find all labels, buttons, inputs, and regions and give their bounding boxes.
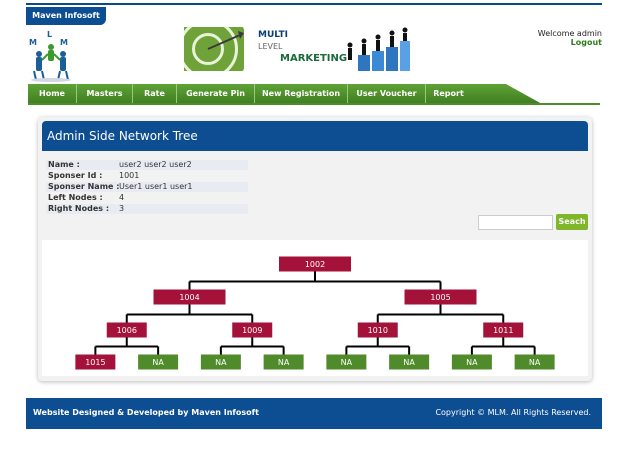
tree-node-empty — [263, 354, 304, 370]
tree-node-label: 1010 — [368, 326, 388, 335]
nav-item-report[interactable]: Report — [433, 89, 464, 98]
tree-node-empty — [451, 354, 492, 370]
info-row-right-nodes: Right Nodes : 3 — [46, 204, 248, 214]
tree-node-label: NA — [403, 358, 415, 367]
tree-node[interactable] — [357, 322, 398, 338]
logout-link[interactable]: Logout — [570, 38, 602, 47]
nav-item-new-registration[interactable]: New Registration — [255, 84, 348, 104]
business-people-icon — [347, 27, 410, 71]
tree-node-label: 1004 — [179, 293, 199, 302]
nav-item-home[interactable]: Home — [28, 84, 77, 104]
info-value: User1 user1 user1 — [119, 182, 193, 191]
banner-text-level: LEVEL — [258, 42, 283, 51]
network-tree: 1002 1004 1005 1006 1009 1010 1011 1015 NA NA NA NA… — [42, 240, 588, 376]
tree-node-empty — [389, 354, 430, 370]
search-button[interactable]: Seach — [556, 214, 588, 230]
tree-node[interactable] — [106, 322, 147, 338]
tree-node[interactable] — [279, 256, 351, 272]
info-value: user2 user2 user2 — [119, 160, 192, 169]
info-label: Sponser Name : — [48, 182, 120, 191]
tree-node[interactable] — [232, 322, 273, 338]
banner-text-multi: MULTI — [258, 30, 288, 40]
info-label: Left Nodes : — [48, 193, 103, 202]
tree-node-label: 1005 — [430, 293, 450, 302]
info-row-left-nodes: Left Nodes : 4 — [46, 193, 248, 203]
info-label: Sponser Id : — [48, 171, 103, 180]
tree-node-empty — [138, 354, 179, 370]
panel-title: Admin Side Network Tree — [42, 121, 588, 151]
tree-node-empty — [326, 354, 367, 370]
footer-copyright: Copyright © MLM. All Rights Reserved. — [435, 408, 591, 417]
info-row-sponser-name: Sponser Name : User1 user1 user1 — [46, 182, 248, 192]
dart-target-icon — [184, 27, 244, 71]
logo-letter-l: L — [47, 30, 53, 39]
tree-node-label: NA — [529, 358, 541, 367]
tree-node-label: 1015 — [85, 358, 105, 367]
info-value: 1001 — [119, 171, 140, 180]
info-row-name: Name : user2 user2 user2 — [46, 160, 248, 170]
nav-item-rate[interactable]: Rate — [133, 84, 177, 104]
tree-node[interactable] — [404, 289, 477, 305]
info-label: Right Nodes : — [48, 204, 110, 213]
tree-node-label: NA — [341, 358, 353, 367]
nav-item-masters[interactable]: Masters — [77, 84, 133, 104]
info-value: 4 — [119, 193, 125, 202]
nav-item-user-voucher[interactable]: User Voucher — [348, 84, 426, 104]
nav-item-generate-pin[interactable]: Generate Pin — [177, 84, 255, 104]
tree-node-empty — [200, 354, 241, 370]
mlm-logo: L M M — [26, 30, 76, 82]
tree-node-label: NA — [278, 358, 290, 367]
network-tree-svg: 1002 1004 1005 1006 1009 1010 1011 1015 NA NA NA NA… — [75, 256, 555, 370]
main-nav: Home Masters Rate Generate Pin New Regis… — [28, 84, 542, 104]
tree-node[interactable] — [153, 289, 226, 305]
tree-node[interactable] — [75, 354, 116, 370]
tree-node-label: NA — [466, 358, 478, 367]
tree-node-label: NA — [152, 358, 164, 367]
info-row-sponser-id: Sponser Id : 1001 — [46, 171, 248, 181]
logo-letter-m-left: M — [29, 38, 37, 47]
people-logo-icon — [31, 44, 71, 82]
tree-node-empty — [514, 354, 555, 370]
logo-letter-m-right: M — [60, 38, 68, 47]
banner-text-marketing: MARKETING — [280, 53, 348, 64]
brand-tab: Maven Infosoft — [26, 7, 106, 25]
info-label: Name : — [48, 160, 80, 169]
top-border-line — [26, 3, 602, 5]
info-value: 3 — [119, 204, 125, 213]
tree-node-label: NA — [215, 358, 227, 367]
tree-node-label: 1006 — [117, 326, 137, 335]
tree-node-label: 1009 — [242, 326, 262, 335]
tree-node[interactable] — [483, 322, 524, 338]
welcome-text: Welcome admin — [537, 29, 602, 38]
mlm-banner: MULTI LEVEL MARKETING — [184, 27, 412, 71]
footer: Website Designed & Developed by Maven In… — [26, 398, 602, 429]
footer-credits: Website Designed & Developed by Maven In… — [33, 408, 259, 417]
search-input[interactable] — [478, 215, 553, 230]
nav-underline — [28, 103, 600, 105]
tree-node-label: 1011 — [493, 326, 513, 335]
tree-node-label: 1002 — [305, 260, 325, 269]
